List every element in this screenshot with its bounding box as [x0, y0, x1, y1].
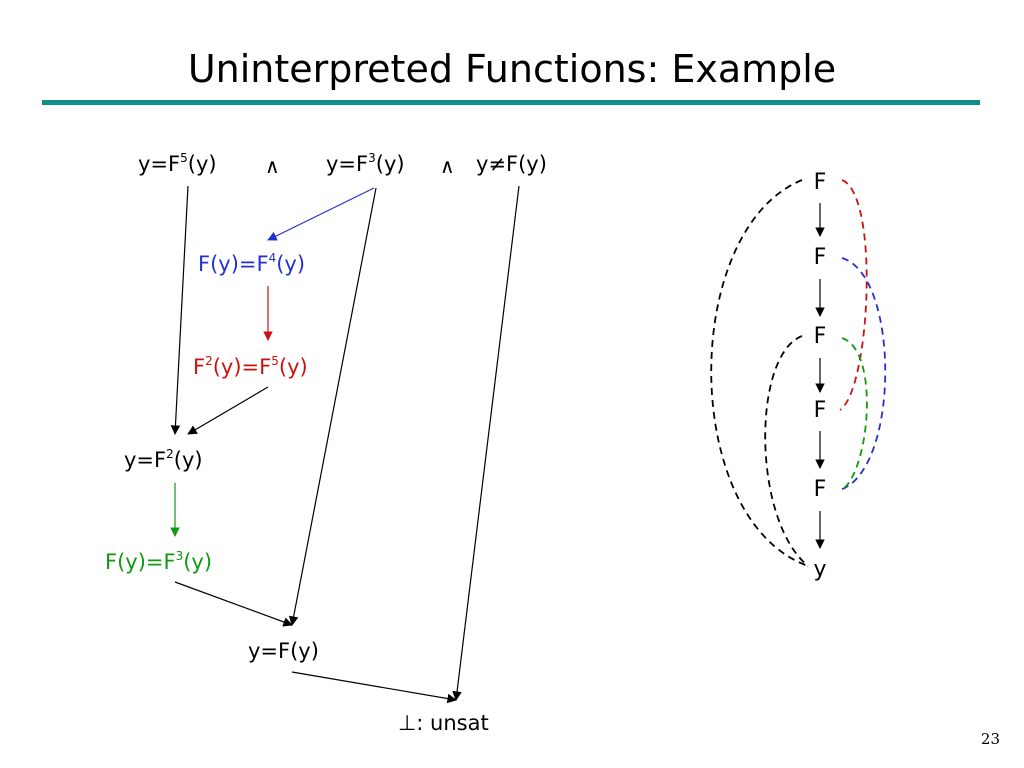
dashed-link-green	[841, 337, 868, 491]
chain-node-2: F	[813, 245, 827, 270]
derivation-step-2-mid: (y)=F	[212, 355, 272, 379]
chain-node-5: F	[813, 477, 827, 502]
arrow-t3-to-unsat	[452, 185, 520, 701]
title-underline	[42, 100, 980, 105]
derivation-step-3: y=F2(y)	[124, 446, 203, 474]
formula-term-2-base: y=F	[326, 152, 369, 176]
and-operator-2: ∧	[440, 154, 455, 178]
dashed-link-red	[839, 179, 868, 411]
formula-term-2-exp: 3	[368, 151, 376, 165]
derivation-step-2-arg: (y)	[278, 355, 308, 379]
formula-term-3: y≠F(y)	[476, 152, 547, 176]
dashed-link-black-outer	[710, 179, 809, 567]
derivation-step-4-arg: (y)	[183, 550, 213, 574]
derivation-step-1-arg: (y)	[276, 252, 306, 276]
derivation-step-2-exp-2: 5	[271, 354, 279, 368]
arrow-d2-to-d3	[187, 386, 269, 435]
arrow-t2-to-d1	[267, 187, 375, 241]
derivation-step-2: F2(y)=F5(y)	[193, 353, 308, 381]
formula-term-1-exp: 5	[180, 151, 188, 165]
page-number: 23	[980, 730, 1000, 748]
derivation-step-4-exp: 3	[175, 549, 184, 563]
derivation-step-3-exp: 2	[166, 447, 174, 461]
derivation-step-2-exp-1: 2	[205, 354, 213, 368]
derivation-step-4: F(y)=F3(y)	[105, 548, 212, 576]
chain-node-3: F	[813, 324, 827, 349]
unsat-result: ⊥: unsat	[398, 711, 489, 735]
arrow-t2-to-d5	[288, 187, 377, 626]
derivation-step-5: y=F(y)	[248, 639, 319, 663]
formula-term-1: y=F5(y)	[138, 150, 217, 178]
derivation-step-3-arg: (y)	[173, 448, 203, 472]
arrow-t1-to-d3	[170, 185, 189, 435]
derivation-step-2-base: F	[193, 355, 206, 379]
and-operator-1: ∧	[265, 154, 280, 178]
formula-term-1-base: y=F	[138, 152, 181, 176]
dashed-link-blue	[839, 257, 887, 491]
chain-node-6: y	[813, 557, 827, 582]
arrow-d4-to-d5	[174, 581, 293, 627]
derivation-step-3-base: y=F	[124, 448, 167, 472]
slide-title: Uninterpreted Functions: Example	[187, 47, 837, 91]
formula-term-2: y=F3(y)	[326, 150, 405, 178]
derivation-step-1-base: F(y)=F	[198, 252, 269, 276]
chain-node-4: F	[813, 398, 827, 423]
chain-node-1: F	[813, 170, 827, 195]
formula-term-2-arg: (y)	[375, 152, 405, 176]
derivation-step-1: F(y)=F4(y)	[198, 250, 305, 278]
derivation-step-4-base: F(y)=F	[105, 550, 176, 574]
derivation-step-1-exp: 4	[268, 251, 277, 265]
arrow-d5-to-unsat	[291, 671, 457, 704]
formula-term-1-arg: (y)	[187, 152, 217, 176]
dashed-link-black-inner	[764, 335, 809, 567]
